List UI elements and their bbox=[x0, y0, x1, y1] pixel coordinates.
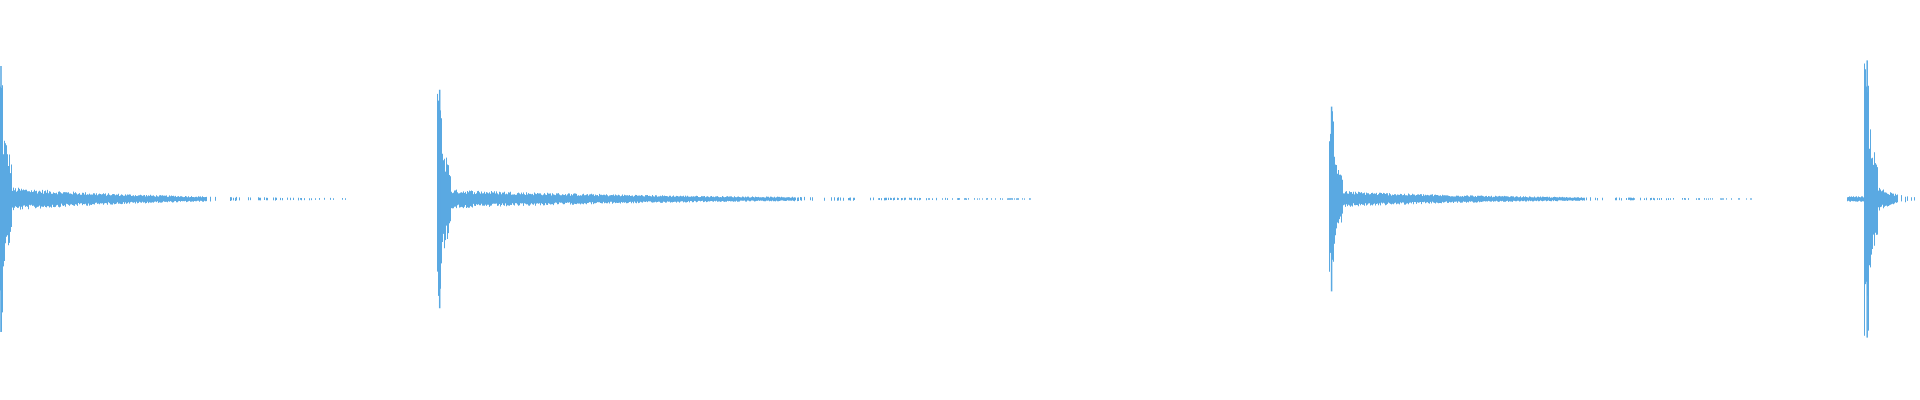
waveform-path bbox=[0, 63, 1915, 336]
waveform-trace bbox=[0, 60, 1915, 338]
